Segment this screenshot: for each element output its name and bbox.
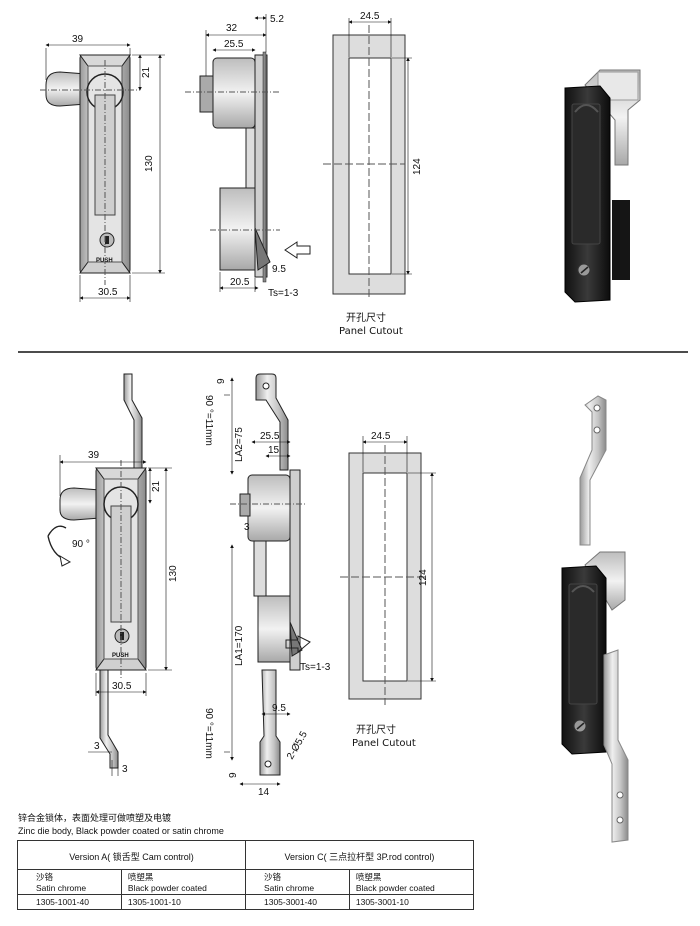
top-dim-bottom: 30.5 [98,287,118,298]
bottom-front-dims [59,455,172,776]
top-front-dims [45,43,165,302]
top-dim-top: 21 [141,66,152,78]
top-product-photo [564,69,641,303]
top-dim-width: 39 [72,34,84,45]
bottom-side-25.5: 25.5 [260,431,280,442]
bottom-side-la1: LA1=170 [234,625,245,666]
top-cutout-en: Panel Cutout [339,326,403,337]
bottom-side-14: 14 [258,787,270,798]
bottom-side-angle-bottom: 90 °=11mm [203,708,214,759]
bottom-dim-height: 130 [168,565,179,582]
top-cutout-cn: 开孔尺寸 [346,311,386,324]
bottom-dim-bottom: 30.5 [112,681,132,692]
bottom-product-photo [561,395,629,843]
finish-en: Black powder coated [355,883,435,893]
top-side-dim-5.2: 5.2 [270,14,284,25]
bottom-dim-rod2: 3 [122,764,128,775]
top-push-label: PUSH [96,258,113,264]
top-side-dim-9.5: 9.5 [272,264,286,275]
finish-en: Satin chrome [36,883,87,893]
material-note-cn: 锌合金锁体，表面处理可做喷塑及电镀 [18,813,172,823]
bottom-side-9-bottom: 9 [228,772,239,778]
top-cutout [323,18,412,300]
bottom-side-9.5: 9.5 [272,703,286,714]
version-table: Version A( 锁舌型 Cam control) Version C( 三… [17,840,475,910]
bottom-cutout-height: 124 [418,569,429,586]
finish-cn: 沙铬 [263,872,281,882]
code-cell: 1305-1001-10 [120,894,246,910]
code-cell: 1305-3001-40 [244,894,350,910]
finish-cn: 喷塑黑 [127,872,154,882]
code-cell: 1305-1001-40 [17,894,122,910]
top-side-dim-25.5: 25.5 [224,39,244,50]
bottom-dim-width: 39 [88,450,100,461]
bottom-cutout [340,436,436,705]
bottom-cutout-width: 24.5 [371,431,391,442]
bottom-front-view: PUSH [47,373,147,769]
top-side-dims [205,14,267,292]
material-note-en: Zinc die body, Black powder coated or sa… [18,826,224,836]
bottom-side-angle-top: 90 °=11mm [203,395,214,446]
top-side-view [185,51,311,283]
code-row: 1305-1001-40 1305-1001-10 1305-3001-40 1… [17,894,475,910]
top-dim-height: 130 [144,155,155,172]
version-a-header: Version A( 锁舌型 Cam control) [17,840,246,870]
top-front-view: PUSH [40,54,140,285]
top-side-dim-32: 32 [226,23,238,34]
bottom-dim-rotation: 90 ° [72,539,90,550]
finish-cn: 沙铬 [36,872,54,882]
top-cutout-height: 124 [412,158,423,175]
finish-en: Satin chrome [263,883,315,893]
bottom-side-la2: LA2=75 [234,427,245,462]
code-cell: 1305-3001-10 [348,894,475,910]
version-c-header: Version C( 三点拉杆型 3P.rod control) [244,840,475,870]
bottom-side-holes: 2-Ø5.5 [285,729,310,761]
top-side-ts: Ts=1-3 [268,288,299,299]
bottom-cutout-en: Panel Cutout [352,738,416,749]
finish-en: Black powder coated [127,883,207,893]
top-side-dim-20.5: 20.5 [230,277,250,288]
bottom-side-dims [224,377,291,786]
bottom-dim-rod1: 3 [94,741,100,752]
bottom-push-label: PUSH [112,653,129,659]
bottom-side-ts: Ts=1-3 [300,662,331,673]
bottom-cutout-cn: 开孔尺寸 [356,723,396,736]
bottom-side-9-top: 9 [216,378,227,384]
bottom-dim-top: 21 [151,480,162,492]
bottom-side-15: 15 [268,445,280,456]
finish-cn: 喷塑黑 [355,872,382,882]
bottom-side-view [230,373,311,776]
bottom-side-3: 3 [244,522,250,533]
top-cutout-width: 24.5 [360,11,380,22]
